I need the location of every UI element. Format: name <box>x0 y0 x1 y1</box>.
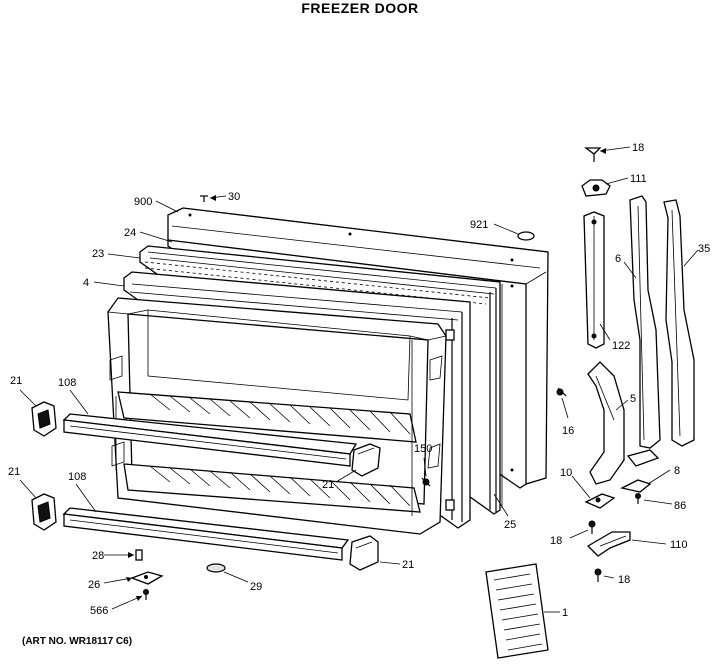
door-liner <box>107 297 447 535</box>
callout-18-mid: 18 <box>550 535 562 547</box>
callout-111: 111 <box>630 173 647 185</box>
callout-21-left-lower: 21 <box>8 466 20 478</box>
screw-86 <box>635 493 641 504</box>
screw-18-bottom <box>594 568 602 582</box>
spacer-28 <box>135 549 143 561</box>
bracket-10 <box>584 493 616 509</box>
callout-16: 16 <box>562 425 574 437</box>
callout-566: 566 <box>90 605 108 617</box>
callout-21-right-lower: 21 <box>402 559 414 571</box>
callout-5: 5 <box>630 393 636 405</box>
callout-numbers: 18 111 30 900 24 921 6 35 23 4 122 21 10… <box>8 142 710 619</box>
hinge-110 <box>586 531 631 557</box>
shelf-end-cap-left-lower <box>31 493 57 531</box>
plug-921 <box>517 231 535 241</box>
art-number-label: (ART NO. WR18117 C6) <box>22 636 133 647</box>
hinge-arm-6 <box>626 195 661 467</box>
door-handle-35 <box>663 199 695 447</box>
callout-25: 25 <box>504 519 516 531</box>
callout-150: 150 <box>414 443 432 455</box>
screw-150 <box>421 477 431 487</box>
callout-21-right-upper: 21 <box>322 479 334 491</box>
callout-6: 6 <box>615 253 621 265</box>
screw-18-mid <box>588 520 596 534</box>
screw-16 <box>556 387 567 397</box>
callout-4: 4 <box>83 277 89 289</box>
callout-18-bottom: 18 <box>618 574 630 586</box>
callout-30: 30 <box>228 191 240 203</box>
mounting-plate-26 <box>130 571 164 585</box>
callout-110: 110 <box>670 539 688 551</box>
diagram-title: FREEZER DOOR <box>301 0 419 16</box>
callout-23: 23 <box>92 248 104 260</box>
callout-108-upper: 108 <box>58 377 76 389</box>
callout-8: 8 <box>674 465 680 477</box>
lower-shelf-bar <box>62 507 350 561</box>
callout-35: 35 <box>698 243 710 255</box>
callout-900: 900 <box>134 196 152 208</box>
hinge-pin-8 <box>620 479 652 493</box>
screw-30 <box>200 195 208 202</box>
screw-18-top <box>584 147 602 162</box>
shelf-end-cap-right-upper <box>351 443 381 477</box>
callout-28: 28 <box>92 550 104 562</box>
callout-18-top: 18 <box>632 142 644 154</box>
instruction-booklet-1 <box>485 563 549 659</box>
screw-566 <box>143 589 149 600</box>
leader-lines <box>19 146 699 613</box>
shelf-end-cap-right-lower <box>349 535 379 571</box>
callout-26: 26 <box>88 579 100 591</box>
callout-1: 1 <box>562 607 568 619</box>
callout-10: 10 <box>560 467 572 479</box>
callout-921: 921 <box>470 219 488 231</box>
callout-108-lower: 108 <box>68 471 86 483</box>
callout-122: 122 <box>612 340 630 352</box>
handle-trim-5 <box>587 361 625 485</box>
hinge-cover-111 <box>581 179 611 197</box>
handle-bracket-122 <box>583 211 605 349</box>
plug-29 <box>206 563 226 573</box>
callout-24: 24 <box>124 227 136 239</box>
callout-86: 86 <box>674 500 686 512</box>
upper-shelf-bar <box>62 413 358 467</box>
shelf-end-cap-left-upper <box>31 401 57 437</box>
callout-29: 29 <box>250 581 262 593</box>
callout-21-left-upper: 21 <box>10 375 22 387</box>
